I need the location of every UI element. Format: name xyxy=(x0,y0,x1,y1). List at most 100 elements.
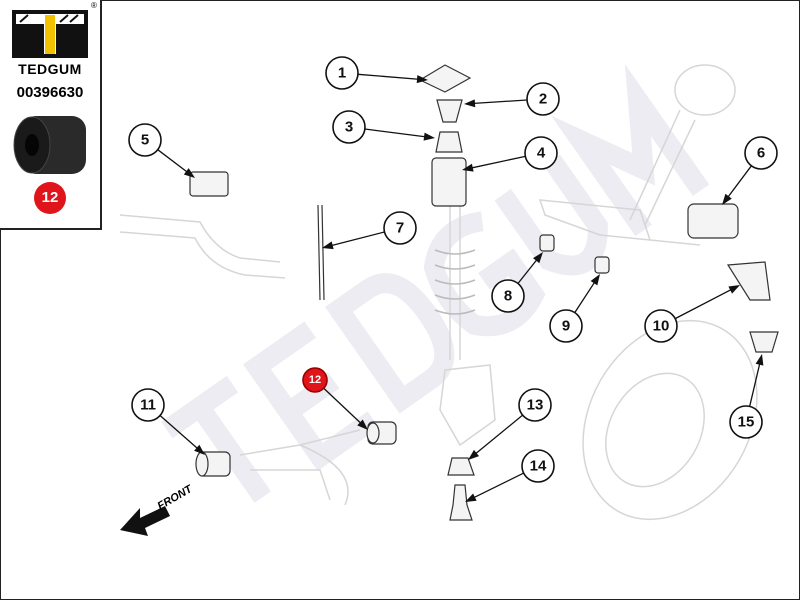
callout-15: 15 xyxy=(729,354,764,439)
callout-number: 1 xyxy=(338,65,346,82)
arrowhead-icon xyxy=(728,285,740,294)
watermark-tedgum-graphic xyxy=(161,64,710,503)
callout-circle xyxy=(521,449,555,483)
callout-9: 9 xyxy=(549,274,600,343)
part-2-bump-stop-cap xyxy=(436,99,463,123)
callout-leader xyxy=(357,73,421,80)
callout-circle xyxy=(325,56,359,90)
arrowhead-icon xyxy=(590,274,600,286)
callout-circle xyxy=(332,110,366,144)
arrowhead-icon xyxy=(194,444,205,455)
callout-leader xyxy=(574,280,597,313)
tedgum-logo: ® xyxy=(12,1,97,58)
part-7-stabilizer-link xyxy=(317,204,325,301)
callout-leader xyxy=(159,415,200,451)
arrowhead-icon xyxy=(423,132,435,141)
callout-12: 12 xyxy=(302,367,368,430)
callout-leader xyxy=(364,128,428,138)
arrowhead-icon xyxy=(357,419,368,430)
callout-1: 1 xyxy=(325,56,428,90)
callout-number: 10 xyxy=(653,318,670,335)
callout-7: 7 xyxy=(322,211,417,250)
callout-circle xyxy=(383,211,417,245)
callout-number: 5 xyxy=(141,132,149,149)
part-4-dust-boot xyxy=(431,157,467,207)
callout-leader xyxy=(726,165,752,199)
callout-circle xyxy=(524,136,558,170)
callout-leader xyxy=(469,155,526,169)
part-3-bump-stop xyxy=(435,131,463,153)
background-suspension-drawing xyxy=(119,64,758,521)
callout-5: 5 xyxy=(128,123,195,178)
arrowhead-icon xyxy=(322,241,334,250)
part-12-bush-end xyxy=(366,422,380,444)
callout-number: 13 xyxy=(527,397,544,414)
arrowhead-icon xyxy=(183,168,195,178)
callout-leader xyxy=(329,231,385,247)
callout-number: 11 xyxy=(140,397,156,414)
callout-circle xyxy=(491,279,525,313)
callout-circle xyxy=(549,309,583,343)
callout-circle xyxy=(302,367,328,393)
callout-2: 2 xyxy=(464,82,560,116)
callout-leader xyxy=(749,361,761,407)
part-9-bush xyxy=(594,256,610,274)
arrowhead-icon xyxy=(465,493,477,502)
callout-circle xyxy=(644,309,678,343)
part-15-boot xyxy=(749,331,779,353)
callout-leader xyxy=(471,99,528,105)
part-8-bush xyxy=(539,234,555,252)
callout-14: 14 xyxy=(465,449,555,502)
part-13-boot xyxy=(447,457,475,476)
callout-number: 12 xyxy=(309,374,321,386)
callout-number: 3 xyxy=(345,119,353,136)
part-photo xyxy=(13,116,86,174)
callout-leader xyxy=(674,288,734,320)
callout-6: 6 xyxy=(722,136,778,205)
arrowhead-icon xyxy=(462,163,474,172)
brand-panel: ® TEDGUM 00396630 12 xyxy=(0,0,102,230)
callout-number: 2 xyxy=(539,91,547,108)
callout-leader xyxy=(517,257,539,284)
callout-4: 4 xyxy=(462,136,558,172)
part-14-ball-joint xyxy=(449,484,473,521)
callout-leader xyxy=(323,387,363,425)
callout-number: 4 xyxy=(537,145,546,162)
registered-mark: ® xyxy=(91,1,97,10)
part-5-stabilizer-bush xyxy=(189,171,229,197)
callout-circle xyxy=(128,123,162,157)
arrowhead-icon xyxy=(468,449,480,460)
callout-leader xyxy=(473,414,524,456)
front-arrow-icon xyxy=(120,506,170,536)
callout-13: 13 xyxy=(468,388,552,460)
arrowhead-icon xyxy=(416,75,428,84)
callout-8: 8 xyxy=(491,252,543,313)
callout-number: 6 xyxy=(757,145,765,162)
callout-number: 15 xyxy=(738,414,755,431)
callout-11: 11 xyxy=(131,388,205,455)
part-6-bellows xyxy=(687,203,739,239)
part-number-badge: 12 xyxy=(34,182,66,214)
brand-name: TEDGUM xyxy=(18,61,82,77)
parts xyxy=(189,64,779,521)
callout-10: 10 xyxy=(644,285,740,343)
arrowhead-icon xyxy=(755,354,764,366)
callout-3: 3 xyxy=(332,110,435,144)
callout-circle xyxy=(526,82,560,116)
callout-circle xyxy=(131,388,165,422)
arrowhead-icon xyxy=(533,252,543,264)
callout-circle xyxy=(518,388,552,422)
part-number: 00396630 xyxy=(16,84,84,101)
arrowhead-icon xyxy=(464,99,476,108)
part-10-tie-rod-end xyxy=(726,261,771,301)
callout-number: 8 xyxy=(504,288,512,305)
callout-number: 9 xyxy=(562,318,570,335)
callout-leader xyxy=(157,149,190,174)
callout-number: 14 xyxy=(530,458,547,475)
arrowhead-icon xyxy=(722,193,732,205)
callout-circle xyxy=(744,136,778,170)
